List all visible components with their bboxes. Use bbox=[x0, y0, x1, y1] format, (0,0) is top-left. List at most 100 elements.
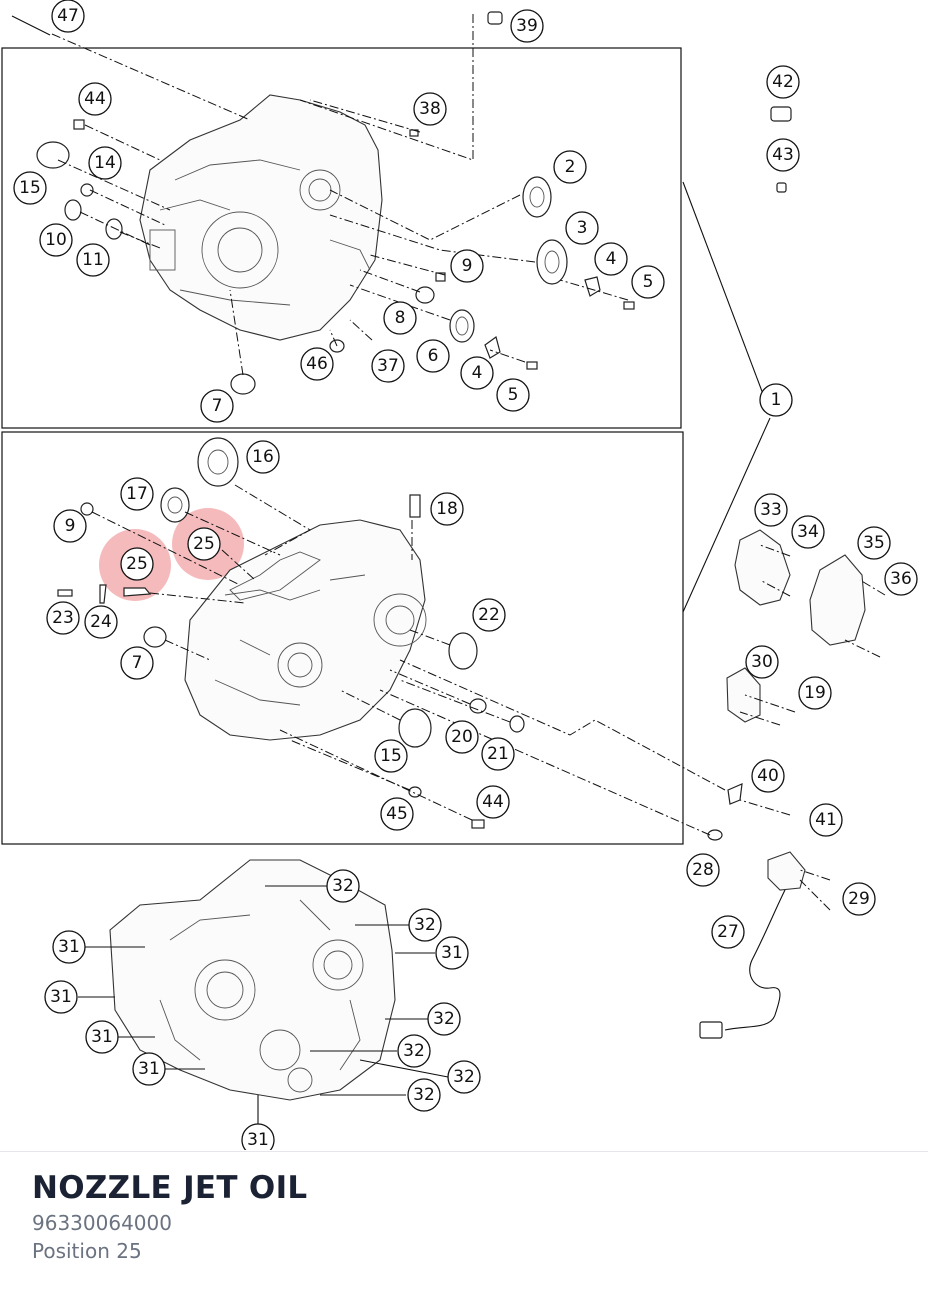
svg-text:10: 10 bbox=[45, 230, 67, 250]
svg-text:1: 1 bbox=[771, 390, 782, 410]
callout-28[interactable]: 28 bbox=[686, 853, 720, 887]
side-covers-and-sensor bbox=[699, 529, 866, 1039]
part-position: Position 25 bbox=[32, 1239, 142, 1263]
callout-33[interactable]: 33 bbox=[754, 493, 788, 527]
svg-text:22: 22 bbox=[478, 605, 500, 625]
callout-31-f[interactable]: 31 bbox=[241, 1123, 275, 1150]
svg-text:36: 36 bbox=[890, 569, 912, 589]
callout-9-lower[interactable]: 9 bbox=[53, 509, 87, 543]
callout-25-b[interactable]: 25 bbox=[120, 547, 154, 581]
callout-37[interactable]: 37 bbox=[371, 349, 405, 383]
callout-42[interactable]: 42 bbox=[766, 65, 800, 99]
svg-text:44: 44 bbox=[482, 792, 504, 812]
callout-5-lower[interactable]: 5 bbox=[496, 378, 530, 412]
callout-1[interactable]: 1 bbox=[759, 383, 793, 417]
callout-31-d[interactable]: 31 bbox=[85, 1020, 119, 1054]
svg-text:28: 28 bbox=[692, 860, 714, 880]
callout-39[interactable]: 39 bbox=[510, 9, 544, 43]
svg-text:18: 18 bbox=[436, 499, 458, 519]
callout-9-upper[interactable]: 9 bbox=[450, 249, 484, 283]
svg-text:25: 25 bbox=[193, 534, 215, 554]
callout-40[interactable]: 40 bbox=[751, 759, 785, 793]
callout-35[interactable]: 35 bbox=[857, 526, 891, 560]
callout-4-lower[interactable]: 4 bbox=[460, 356, 494, 390]
svg-text:35: 35 bbox=[863, 533, 885, 553]
callout-29[interactable]: 29 bbox=[842, 882, 876, 916]
callout-36[interactable]: 36 bbox=[884, 562, 918, 596]
svg-text:44: 44 bbox=[84, 89, 106, 109]
callout-2[interactable]: 2 bbox=[553, 150, 587, 184]
callout-47[interactable]: 47 bbox=[51, 0, 85, 33]
callout-11[interactable]: 11 bbox=[76, 243, 110, 277]
callout-45[interactable]: 45 bbox=[380, 797, 414, 831]
svg-text:20: 20 bbox=[451, 727, 473, 747]
oil-jet-nozzle bbox=[123, 587, 152, 597]
callout-32-b[interactable]: 32 bbox=[408, 908, 442, 942]
callout-19[interactable]: 19 bbox=[798, 676, 832, 710]
svg-text:33: 33 bbox=[760, 500, 782, 520]
svg-text:32: 32 bbox=[453, 1067, 475, 1087]
callouts: 47 39 44 38 42 43 14 15 10 11 2 3 4 5 9 … bbox=[13, 0, 918, 1150]
svg-text:37: 37 bbox=[377, 356, 399, 376]
callout-22[interactable]: 22 bbox=[472, 598, 506, 632]
callout-20[interactable]: 20 bbox=[445, 720, 479, 754]
callout-30[interactable]: 30 bbox=[745, 645, 779, 679]
callout-44[interactable]: 44 bbox=[78, 82, 112, 116]
callout-31-b[interactable]: 31 bbox=[52, 930, 86, 964]
lower-section-frame bbox=[1, 431, 684, 845]
callout-34[interactable]: 34 bbox=[791, 515, 825, 549]
svg-text:40: 40 bbox=[757, 766, 779, 786]
callout-15-lower[interactable]: 15 bbox=[374, 739, 408, 773]
callout-21[interactable]: 21 bbox=[481, 737, 515, 771]
callout-15-upper[interactable]: 15 bbox=[13, 171, 47, 205]
callout-38[interactable]: 38 bbox=[413, 92, 447, 126]
callout-31-e[interactable]: 31 bbox=[132, 1052, 166, 1086]
callout-7-upper[interactable]: 7 bbox=[200, 389, 234, 423]
callout-16[interactable]: 16 bbox=[246, 440, 280, 474]
svg-text:31: 31 bbox=[441, 943, 463, 963]
callout-46[interactable]: 46 bbox=[300, 347, 334, 381]
svg-text:31: 31 bbox=[58, 937, 80, 957]
callout-32-a[interactable]: 32 bbox=[326, 869, 360, 903]
svg-text:41: 41 bbox=[815, 810, 837, 830]
callout-31-a[interactable]: 31 bbox=[435, 936, 469, 970]
callout-17[interactable]: 17 bbox=[120, 477, 154, 511]
svg-text:29: 29 bbox=[848, 889, 870, 909]
callout-32-c[interactable]: 32 bbox=[427, 1002, 461, 1036]
svg-text:4: 4 bbox=[472, 363, 483, 383]
callout-32-d[interactable]: 32 bbox=[397, 1034, 431, 1068]
svg-text:31: 31 bbox=[91, 1027, 113, 1047]
callout-27[interactable]: 27 bbox=[711, 915, 745, 949]
callout-31-c[interactable]: 31 bbox=[44, 980, 78, 1014]
callout-24[interactable]: 24 bbox=[84, 605, 118, 639]
callout-8[interactable]: 8 bbox=[383, 301, 417, 335]
svg-text:9: 9 bbox=[65, 516, 76, 536]
callout-41[interactable]: 41 bbox=[809, 803, 843, 837]
svg-text:42: 42 bbox=[772, 72, 794, 92]
svg-text:3: 3 bbox=[577, 218, 588, 238]
upper-crankcase-half bbox=[139, 94, 383, 341]
callout-44-lower[interactable]: 44 bbox=[476, 785, 510, 819]
callout-7-lower[interactable]: 7 bbox=[120, 646, 154, 680]
callout-4-upper[interactable]: 4 bbox=[594, 242, 628, 276]
callout-5-upper[interactable]: 5 bbox=[631, 265, 665, 299]
callout-6[interactable]: 6 bbox=[416, 339, 450, 373]
callout-43[interactable]: 43 bbox=[766, 138, 800, 172]
part-number: 96330064000 bbox=[32, 1211, 172, 1235]
svg-text:23: 23 bbox=[52, 608, 74, 628]
upper-small-parts bbox=[11, 11, 792, 395]
svg-text:7: 7 bbox=[212, 396, 223, 416]
svg-text:21: 21 bbox=[487, 744, 509, 764]
callout-25-a[interactable]: 25 bbox=[187, 527, 221, 561]
svg-text:15: 15 bbox=[380, 746, 402, 766]
callout-32-f[interactable]: 32 bbox=[407, 1078, 441, 1112]
callout-14[interactable]: 14 bbox=[88, 146, 122, 180]
lower-small-parts bbox=[57, 437, 525, 829]
callout-3[interactable]: 3 bbox=[565, 211, 599, 245]
callout-32-e[interactable]: 32 bbox=[447, 1060, 481, 1094]
svg-text:47: 47 bbox=[57, 6, 79, 26]
callout-10[interactable]: 10 bbox=[39, 223, 73, 257]
callout-23[interactable]: 23 bbox=[46, 601, 80, 635]
svg-text:7: 7 bbox=[132, 653, 143, 673]
callout-18[interactable]: 18 bbox=[430, 492, 464, 526]
